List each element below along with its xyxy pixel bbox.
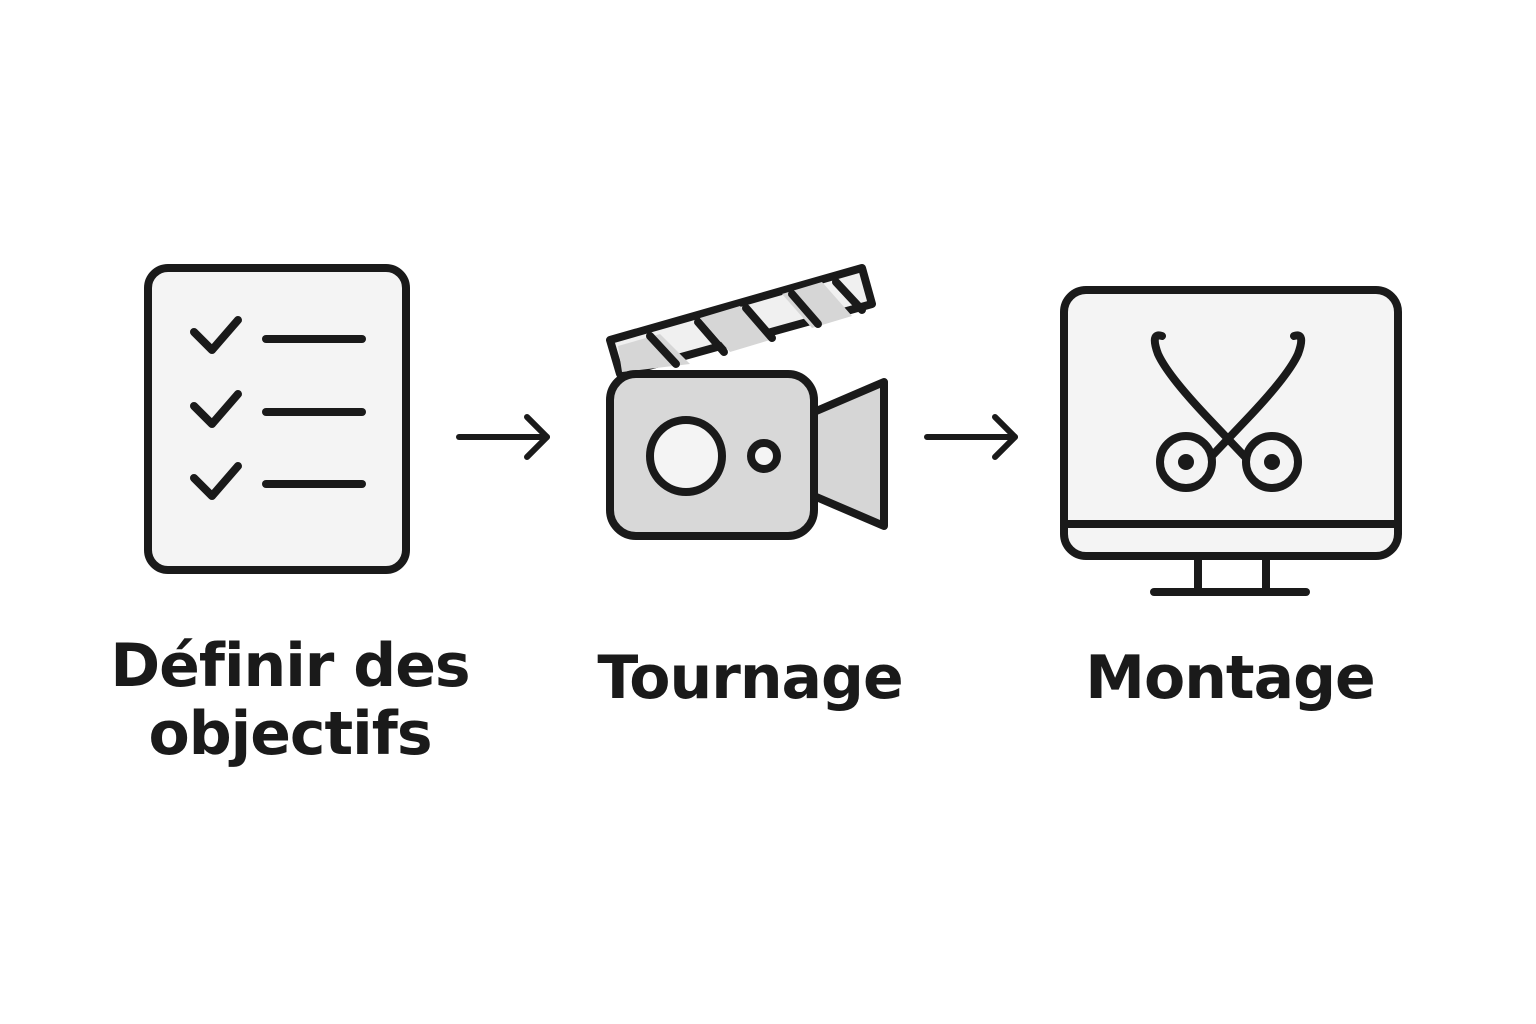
step-label-define-objectives: Définir des objectifs xyxy=(110,631,470,769)
step-label-shooting: Tournage xyxy=(597,643,903,713)
video-camera-clapperboard-icon xyxy=(606,264,888,540)
checklist-icon xyxy=(144,264,410,574)
monitor-scissors-icon xyxy=(1060,286,1402,596)
arrow-right-icon xyxy=(455,412,555,462)
step-define-objectives xyxy=(140,260,420,580)
arrow-right-icon xyxy=(923,412,1023,462)
step-editing xyxy=(1050,280,1410,600)
step-label-editing: Montage xyxy=(1085,643,1375,713)
step-shooting xyxy=(600,260,900,550)
